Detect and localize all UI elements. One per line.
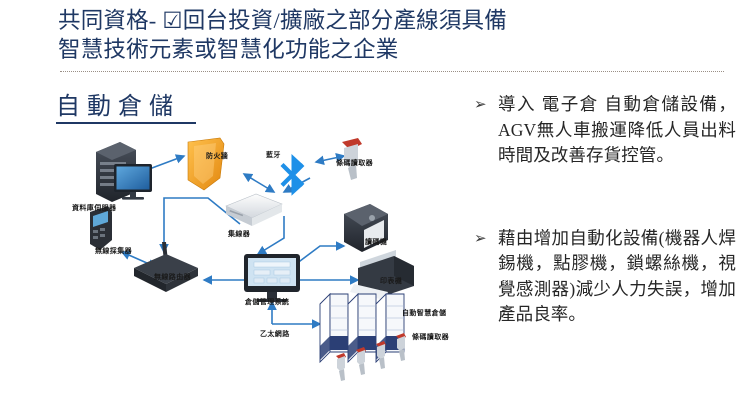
bullet-text-1: 導入 電子倉 自動倉儲設備，AGV無人車搬運降低人員出料時間及改善存貨控管。: [498, 94, 736, 165]
label-wms: 倉儲管理系統: [245, 299, 290, 306]
bullet-text-2: 藉由增加自動化設備(機器人焊錫機，點膠機，鎖螺絲機，視覺感測器)減少人力失誤，增…: [498, 227, 736, 325]
label-bluetooth: 藍牙: [266, 152, 281, 159]
label-firewall: 防火牆: [206, 153, 229, 160]
title-divider: [60, 71, 724, 72]
arrow-hub-router: [159, 197, 241, 254]
hub-icon: [225, 193, 283, 226]
bullet-list: ➢ 導入 電子倉 自動倉儲設備，AGV無人車搬運降低人員出料時間及改善存貨控管。…: [474, 92, 736, 328]
arrow-firewall-hub: [242, 173, 276, 193]
diagram-canvas: [90, 137, 414, 381]
bullet-item-1: ➢ 導入 電子倉 自動倉儲設備，AGV無人車搬運降低人員出料時間及改善存貨控管。: [474, 92, 736, 169]
smart-warehouse-icon: [319, 292, 406, 381]
arrow-bullet-icon: ➢: [474, 95, 487, 113]
bluetooth-icon: [280, 154, 305, 196]
arrow-bt-barcode: [314, 152, 346, 166]
label-ethernet: 乙太網路: [260, 331, 290, 338]
arrow-hub-wms: [256, 216, 285, 255]
wireless-collector-icon: [90, 206, 112, 250]
code-reader-icon: [344, 204, 388, 252]
section-heading-underline: [56, 122, 196, 124]
label-wireless-collector: 無線採集器: [95, 248, 132, 255]
printer-icon: [350, 250, 414, 300]
firewall-icon: [187, 137, 225, 191]
section-heading: 自動倉儲: [56, 94, 180, 120]
label-hub: 集線器: [228, 231, 251, 238]
database-server-icon: [96, 142, 152, 202]
arrow-wms-codereader: [295, 241, 346, 265]
arrow-bullet-icon: ➢: [474, 228, 487, 247]
label-code-reader: 讀碼機: [365, 239, 388, 246]
label-wireless-router: 無線路由器: [154, 274, 191, 281]
warehouse-system-diagram: 資料庫伺服器 防火牆 藍牙 條碼讀取器 集線器 讀碼機 無線採集器 無線路由器 …: [58, 134, 468, 406]
bullet-item-2: ➢ 藉由增加自動化設備(機器人焊錫機，點膠機，鎖螺絲機，視覺感測器)減少人力失誤…: [474, 226, 736, 328]
label-printer: 印表機: [380, 278, 403, 285]
slide-title-line-2: 智慧技術元素或智慧化功能之企業: [58, 37, 399, 62]
label-barcode-reader-top: 條碼讀取器: [336, 160, 373, 167]
wireless-router-icon: [134, 242, 198, 292]
label-smart-warehouse: 自動智慧倉儲: [402, 310, 447, 317]
barcode-reader-icon: [342, 138, 362, 180]
slide-title: 共同資格- ☑回台投資/擴廠之部分產線須具備 智慧技術元素或智慧化功能之企業: [58, 6, 718, 64]
slide-title-line-1: 共同資格- ☑回台投資/擴廠之部分產線須具備: [58, 8, 507, 33]
wms-monitor-icon: [244, 254, 300, 302]
label-database-server: 資料庫伺服器: [72, 205, 117, 212]
label-barcode-reader-bottom: 條碼讀取器: [412, 334, 449, 341]
